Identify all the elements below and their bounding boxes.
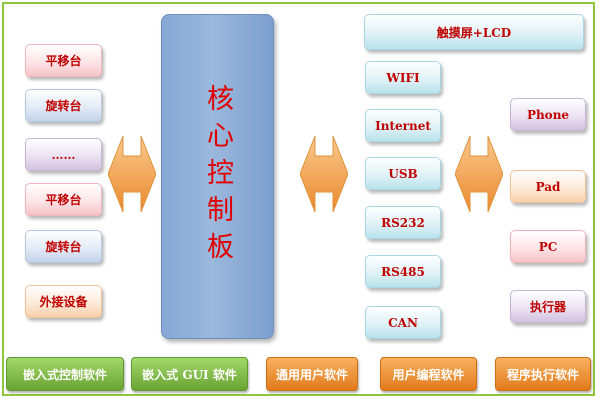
software-general-user: 通用用户软件 xyxy=(266,357,358,391)
left-node-1: 平移台 xyxy=(25,44,102,77)
touchscreen-lcd-banner: 触摸屏+LCD xyxy=(364,14,584,50)
software-user-programming: 用户编程软件 xyxy=(380,357,477,391)
middle-node-rs485: RS485 xyxy=(365,255,441,288)
right-node-phone: Phone xyxy=(510,98,586,131)
middle-node-usb: USB xyxy=(365,157,441,190)
left-node-6: 外接设备 xyxy=(25,285,102,318)
left-node-4: 平移台 xyxy=(25,183,102,216)
software-embedded-control: 嵌入式控制软件 xyxy=(6,357,124,391)
double-arrow-icon xyxy=(300,135,348,213)
middle-node-wifi: WIFI xyxy=(365,61,441,94)
left-node-5: 旋转台 xyxy=(25,230,102,263)
software-embedded-gui: 嵌入式 GUI 软件 xyxy=(131,357,248,391)
double-arrow-icon xyxy=(108,135,156,213)
middle-node-can: CAN xyxy=(365,306,441,339)
middle-node-internet: Internet xyxy=(365,109,441,142)
right-node-actuator: 执行器 xyxy=(510,290,586,323)
right-node-pad: Pad xyxy=(510,170,586,203)
software-program-execution: 程序执行软件 xyxy=(495,357,591,391)
right-node-pc: PC xyxy=(510,230,586,263)
left-node-3: …… xyxy=(25,138,102,171)
core-board-title: 核心控制板 xyxy=(202,84,233,269)
double-arrow-icon xyxy=(455,135,503,213)
left-node-2: 旋转台 xyxy=(25,89,102,122)
core-board: 核心控制板 xyxy=(161,14,274,339)
middle-node-rs232: RS232 xyxy=(365,206,441,239)
